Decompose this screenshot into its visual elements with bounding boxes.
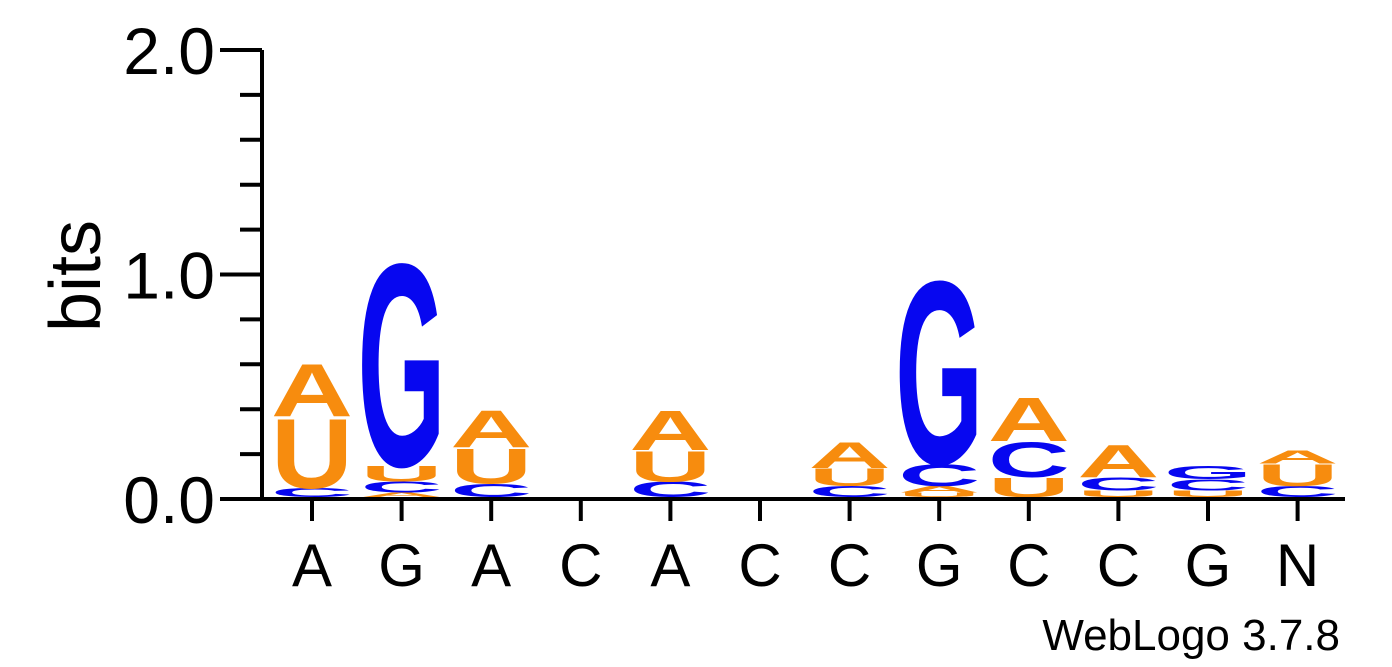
x-tick-label: G	[916, 532, 963, 599]
y-tick-label: 0.0	[123, 463, 215, 537]
logo-letter-a: A	[988, 385, 1070, 454]
logo-letter-u: U	[629, 442, 711, 491]
logo-letter-u: U	[1077, 489, 1159, 499]
y-axis-label: bits	[36, 220, 116, 332]
logo-letter-c: C	[361, 479, 443, 496]
logo-letter-a: A	[271, 349, 353, 432]
x-tick-label: A	[650, 532, 690, 599]
logo-letter-c: C	[988, 432, 1070, 488]
x-tick-label: C	[1007, 532, 1050, 599]
logo-letter-a: A	[1257, 447, 1339, 468]
logo-letter-c: C	[898, 458, 980, 493]
logo-letter-g: G	[895, 226, 983, 519]
logo-letter-u: U	[271, 397, 353, 509]
logo-letter-a: A	[361, 491, 443, 498]
logo-letter-c: C	[1077, 473, 1159, 494]
x-tick-label: G	[1185, 532, 1232, 599]
logo-letter-u: U	[361, 462, 443, 486]
logo-letter-u: U	[809, 464, 891, 492]
logo-letter-a: A	[809, 434, 891, 476]
x-tick-label: C	[828, 532, 871, 599]
logo-letter-a: A	[629, 399, 711, 462]
logo-letter-u: U	[1257, 458, 1339, 493]
y-axis: 0.0 1.0 2.0	[123, 14, 1345, 537]
logo-letter-u: U	[450, 439, 532, 495]
x-tick-label: N	[1276, 532, 1319, 599]
logo-letter-u: U	[898, 491, 980, 498]
weblogo-credit: WebLogo 3.7.8	[1042, 611, 1340, 660]
logo-letter-a: A	[1077, 435, 1159, 487]
x-tick-label: C	[1097, 532, 1140, 599]
x-tick-label: A	[292, 532, 332, 599]
logo-letter-a: A	[898, 484, 980, 494]
logo-letter-g: G	[1164, 462, 1252, 483]
logo-letter-c: C	[271, 486, 353, 500]
x-tick-label: A	[471, 532, 511, 599]
y-tick-label: 1.0	[123, 239, 215, 313]
logo-letter-u: U	[1167, 489, 1249, 499]
logo-letter-c: C	[809, 483, 891, 500]
x-tick-label: C	[559, 532, 602, 599]
logo-letter-c: C	[1167, 476, 1249, 493]
logo-letter-c: C	[1257, 483, 1339, 500]
x-tick-label: C	[738, 532, 781, 599]
logo-letter-c: C	[450, 480, 532, 501]
logo-letter-a: A	[450, 400, 532, 459]
logo-letter-g: G	[357, 204, 445, 528]
y-tick-label: 2.0	[123, 14, 215, 88]
x-tick-label: G	[378, 532, 425, 599]
